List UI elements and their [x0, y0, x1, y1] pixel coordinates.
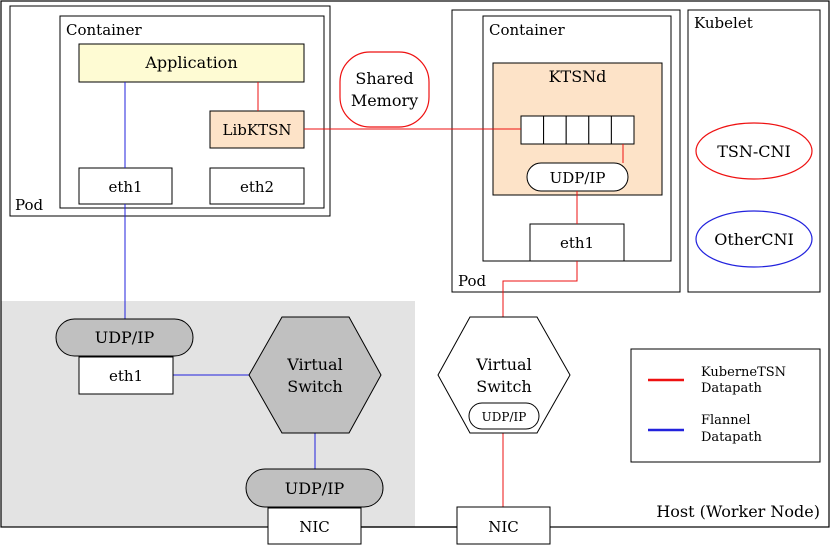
- queue-cell: [610, 115, 635, 145]
- tsn-switch-udpip-node: [468, 402, 540, 430]
- flannel-eth1-label: eth1: [109, 367, 143, 385]
- queue-cell: [543, 115, 567, 145]
- flannel-udpip-bottom-label: UDP/IP: [285, 479, 345, 498]
- host-label: Host (Worker Node): [656, 502, 820, 521]
- flannel-virtual-switch: [248, 316, 382, 434]
- queue-cell: [565, 115, 590, 145]
- tsn-line-eth1-to-switch: [502, 261, 578, 317]
- flannel-switch-line1: Virtual: [286, 355, 342, 374]
- legend-kubernetsn-line2: Datapath: [701, 381, 762, 396]
- tsn-virtual-switch: [437, 316, 571, 434]
- left-eth2-box: [209, 167, 305, 205]
- flannel-nic-box: [267, 507, 362, 545]
- left-eth1-label: eth1: [108, 178, 142, 196]
- tsn-switch-line1: Virtual: [475, 355, 531, 374]
- libktsn-box: [209, 110, 305, 149]
- application-label: Application: [144, 53, 237, 72]
- flannel-nic-label: NIC: [299, 518, 330, 536]
- flannel-udpip-top-label: UDP/IP: [95, 328, 155, 347]
- kubelet-label: Kubelet: [694, 14, 753, 32]
- right-eth1-label: eth1: [560, 234, 594, 252]
- other-cni-label: OtherCNI: [714, 230, 794, 249]
- tsn-nic-box: [456, 506, 551, 545]
- flannel-udpip-bottom-node: [245, 468, 384, 508]
- left-pod-label: Pod: [15, 196, 44, 214]
- tsn-cni-node: [695, 122, 813, 180]
- tsn-switch-line2: Switch: [476, 377, 531, 396]
- other-cni-node: [695, 210, 813, 268]
- tsn-cni-label: TSN-CNI: [717, 142, 791, 161]
- libktsn-label: LibKTSN: [223, 121, 292, 139]
- right-container-label: Container: [489, 21, 565, 39]
- shared-memory-node: [339, 51, 430, 128]
- shared-memory-line1: Shared: [355, 69, 413, 88]
- shared-memory-line2: Memory: [351, 91, 418, 110]
- ktsnd-udpip-label: UDP/IP: [550, 169, 606, 187]
- left-eth2-label: eth2: [240, 178, 274, 196]
- left-eth1-box: [78, 167, 173, 205]
- flannel-eth1-box: [78, 356, 174, 395]
- flannel-udpip-top-node: [55, 318, 194, 357]
- legend-box: [630, 348, 821, 463]
- application-box: [78, 43, 305, 83]
- queue-cell: [520, 115, 545, 145]
- ktsnd-queue: [520, 115, 635, 145]
- tsn-switch-udpip-label: UDP/IP: [482, 410, 527, 424]
- flannel-switch-line2: Switch: [287, 377, 342, 396]
- queue-cell: [588, 115, 612, 145]
- tsn-nic-label: NIC: [488, 518, 519, 536]
- ktsnd-label: KTSNd: [549, 67, 607, 86]
- legend-flannel-line2: Datapath: [701, 430, 762, 445]
- legend-flannel-line1: Flannel: [701, 413, 751, 428]
- left-container-label: Container: [66, 21, 142, 39]
- right-pod-label: Pod: [458, 272, 487, 290]
- legend-kubernetsn-line1: KuberneTSN: [701, 365, 786, 380]
